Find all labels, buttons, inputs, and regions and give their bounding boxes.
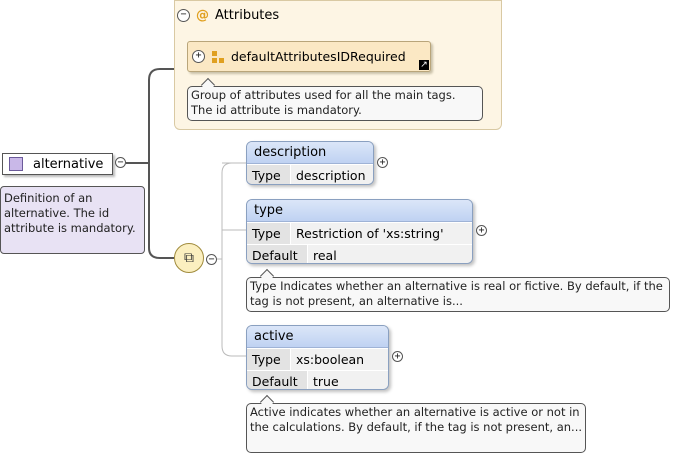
attributes-annotation: Group of attributes used for all the mai…: [187, 86, 483, 121]
root-annotation: Definition of an alternative. The id att…: [0, 186, 145, 254]
element-default-row: Default true: [247, 370, 388, 389]
root-element-alternative[interactable]: alternative: [2, 153, 113, 175]
type-annotation: Type Indicates whether an alternative is…: [246, 277, 670, 312]
element-title: description: [247, 142, 373, 164]
element-title: active: [247, 326, 388, 348]
element-icon: [9, 157, 23, 171]
element-type-row: Type Restriction of 'xs:string': [247, 222, 472, 244]
default-key: Default: [247, 371, 308, 389]
expand-active-icon[interactable]: +: [392, 351, 403, 362]
element-type-row: Type xs:boolean: [247, 348, 388, 370]
active-annotation: Active indicates whether an alternative …: [246, 403, 586, 453]
attributes-title: Attributes: [215, 7, 280, 23]
default-key: Default: [247, 245, 308, 263]
default-value: true: [308, 371, 388, 389]
at-icon: @: [196, 7, 209, 23]
attributes-annotation-text: Group of attributes used for all the mai…: [191, 88, 456, 117]
type-key: Type: [247, 223, 291, 244]
attributes-header: − @ Attributes: [177, 6, 279, 24]
attribute-group-icon: [212, 50, 224, 63]
root-annotation-text: Definition of an alternative. The id att…: [4, 191, 136, 235]
attribute-group-label: defaultAttributesIDRequired: [231, 49, 406, 64]
expand-description-icon[interactable]: +: [377, 157, 388, 168]
element-type[interactable]: type Type Restriction of 'xs:string' Def…: [246, 199, 473, 264]
collapse-sequence-icon[interactable]: −: [206, 254, 217, 265]
collapse-attributes-icon[interactable]: −: [177, 8, 190, 22]
active-annotation-text: Active indicates whether an alternative …: [250, 405, 583, 434]
sequence-icon[interactable]: ⧉: [174, 243, 204, 273]
type-value: xs:boolean: [291, 349, 388, 370]
root-element-label: alternative: [33, 156, 104, 172]
type-annotation-text: Type Indicates whether an alternative is…: [250, 279, 663, 308]
type-value: description: [291, 165, 373, 184]
element-active[interactable]: active Type xs:boolean Default true: [246, 325, 389, 390]
element-description[interactable]: description Type description: [246, 141, 374, 185]
element-title: type: [247, 200, 472, 222]
shortcut-arrow-icon: ↗: [419, 60, 429, 70]
element-type-row: Type description: [247, 164, 373, 184]
type-key: Type: [247, 349, 291, 370]
collapse-root-icon[interactable]: −: [115, 157, 126, 168]
default-value: real: [308, 245, 472, 263]
expand-type-icon[interactable]: +: [476, 225, 487, 236]
type-key: Type: [247, 165, 291, 184]
element-default-row: Default real: [247, 244, 472, 263]
attribute-group-reference[interactable]: + defaultAttributesIDRequired ↗: [187, 41, 431, 72]
type-value: Restriction of 'xs:string': [291, 223, 472, 244]
expand-attribute-group-icon[interactable]: +: [192, 50, 205, 63]
